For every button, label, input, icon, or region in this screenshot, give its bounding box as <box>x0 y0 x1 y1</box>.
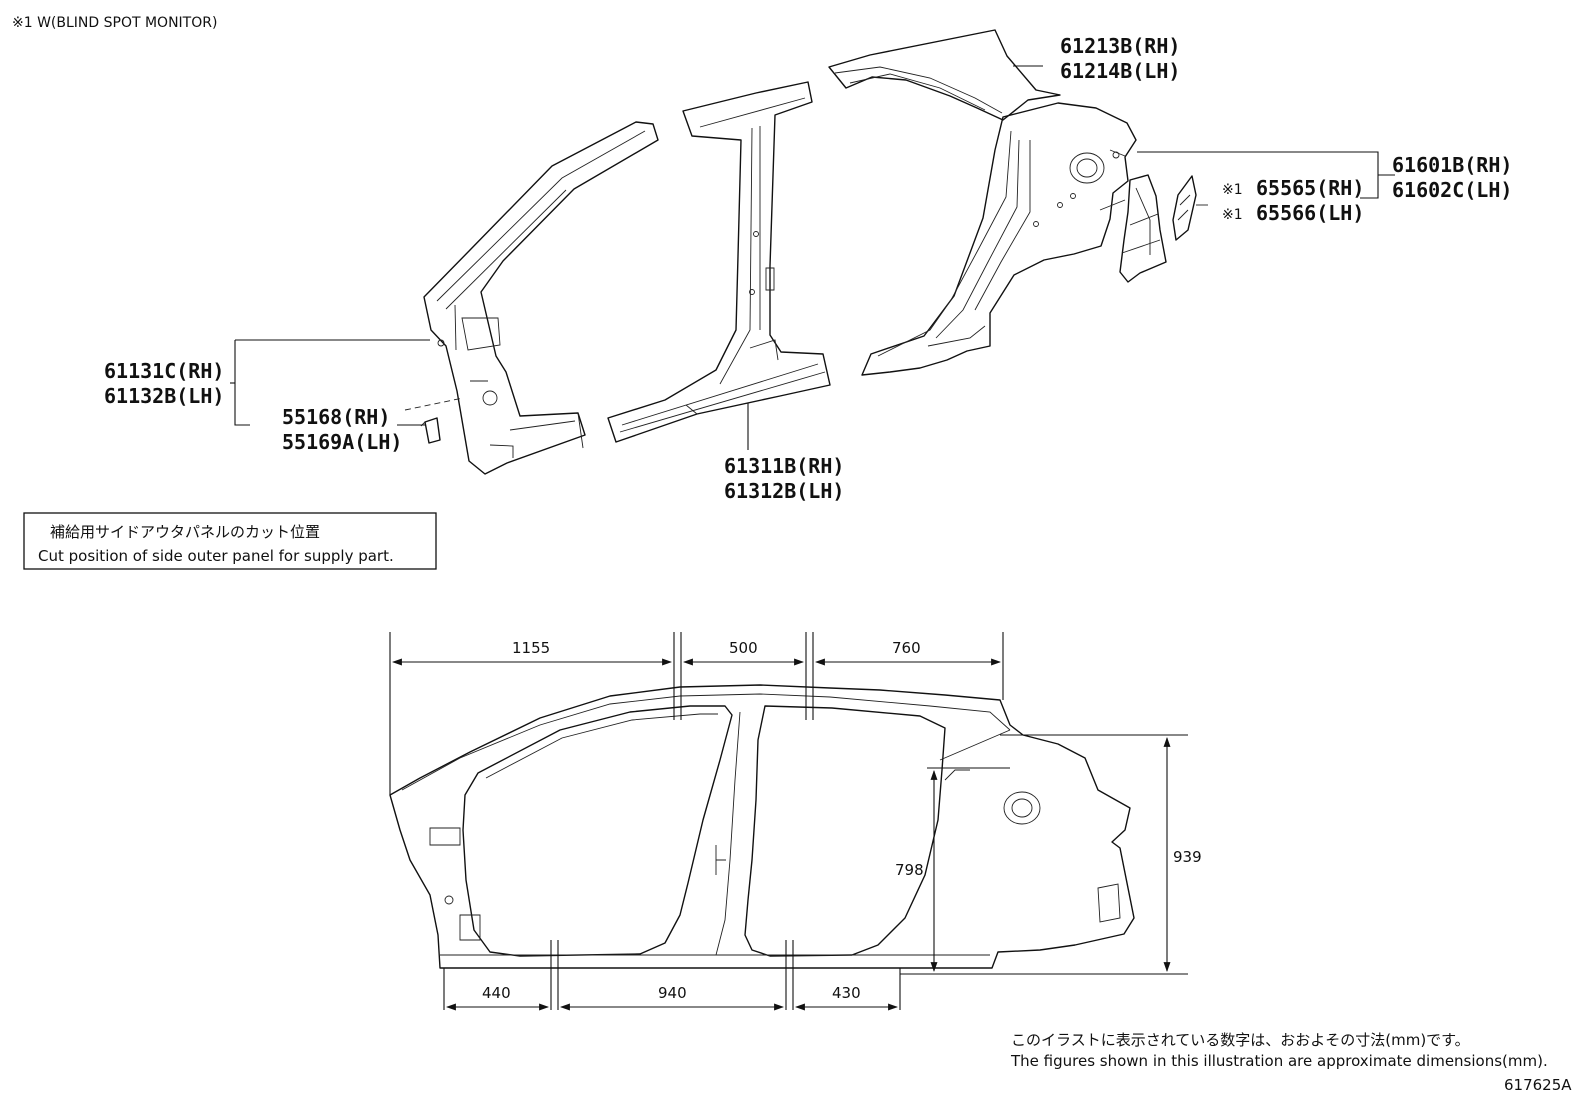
roof-rail-rh-label: 61213B(RH) <box>1060 34 1180 58</box>
bsm-marker-lh: ※1 <box>1222 207 1243 223</box>
leader-lines <box>230 65 1395 450</box>
dimension-view: 1155 500 760 440 940 430 798 939 <box>389 632 1202 1011</box>
roof-rail-drawing <box>828 29 1061 121</box>
dim-rear-roof: 760 <box>892 639 921 657</box>
front-pillar-rh-label: 61131C(RH) <box>104 359 224 383</box>
quarter-panel-rh-label: 61601B(RH) <box>1392 153 1512 177</box>
cut-position-jp: 補給用サイドアウタパネルのカット位置 <box>50 523 320 541</box>
bracket-rh-label: 55168(RH) <box>282 405 390 429</box>
bsm-bracket-rh-label: 65565(RH) <box>1256 176 1364 200</box>
roof-rail-lh-label: 61214B(LH) <box>1060 59 1180 83</box>
dim-rear-rocker: 430 <box>832 984 861 1002</box>
dim-height-inner: 798 <box>895 861 924 879</box>
quarter-panel-lh-label: 61602C(LH) <box>1392 178 1512 202</box>
front-pillar-lh-label: 61132B(LH) <box>104 384 224 408</box>
bsm-bracket-drawing <box>1172 175 1208 241</box>
dimension-arrows <box>392 658 1171 1011</box>
dim-front-rocker: 440 <box>482 984 511 1002</box>
dim-center-roof: 500 <box>729 639 758 657</box>
footer-note-jp: このイラストに表示されている数字は、おおよその寸法(mm)です。 <box>1011 1031 1470 1049</box>
figure-id: 617625A <box>1504 1076 1572 1094</box>
cut-markers <box>389 632 1188 1010</box>
bsm-bracket-lh-label: 65566(LH) <box>1256 201 1364 225</box>
exploded-view: 61213B(RH) 61214B(LH) 61601B(RH) 61602C(… <box>104 29 1512 503</box>
bracket-lh-label: 55169A(LH) <box>282 430 402 454</box>
bracket-drawing <box>404 397 464 444</box>
footer-note-en: The figures shown in this illustration a… <box>1010 1052 1548 1070</box>
dim-front-roof: 1155 <box>512 639 550 657</box>
front-pillar-drawing <box>423 121 659 475</box>
rocker-lh-label: 61312B(LH) <box>724 479 844 503</box>
rocker-rh-label: 61311B(RH) <box>724 454 844 478</box>
quarter-panel-drawing <box>861 102 1167 376</box>
cut-position-en: Cut position of side outer panel for sup… <box>38 547 394 565</box>
cut-position-box: 補給用サイドアウタパネルのカット位置 Cut position of side … <box>23 512 437 570</box>
header-note: ※1 W(BLIND SPOT MONITOR) <box>12 15 217 31</box>
center-pillar-drawing <box>607 81 831 443</box>
dim-center-rocker: 940 <box>658 984 687 1002</box>
dim-height-outer: 939 <box>1173 848 1202 866</box>
bsm-marker-rh: ※1 <box>1222 182 1243 198</box>
